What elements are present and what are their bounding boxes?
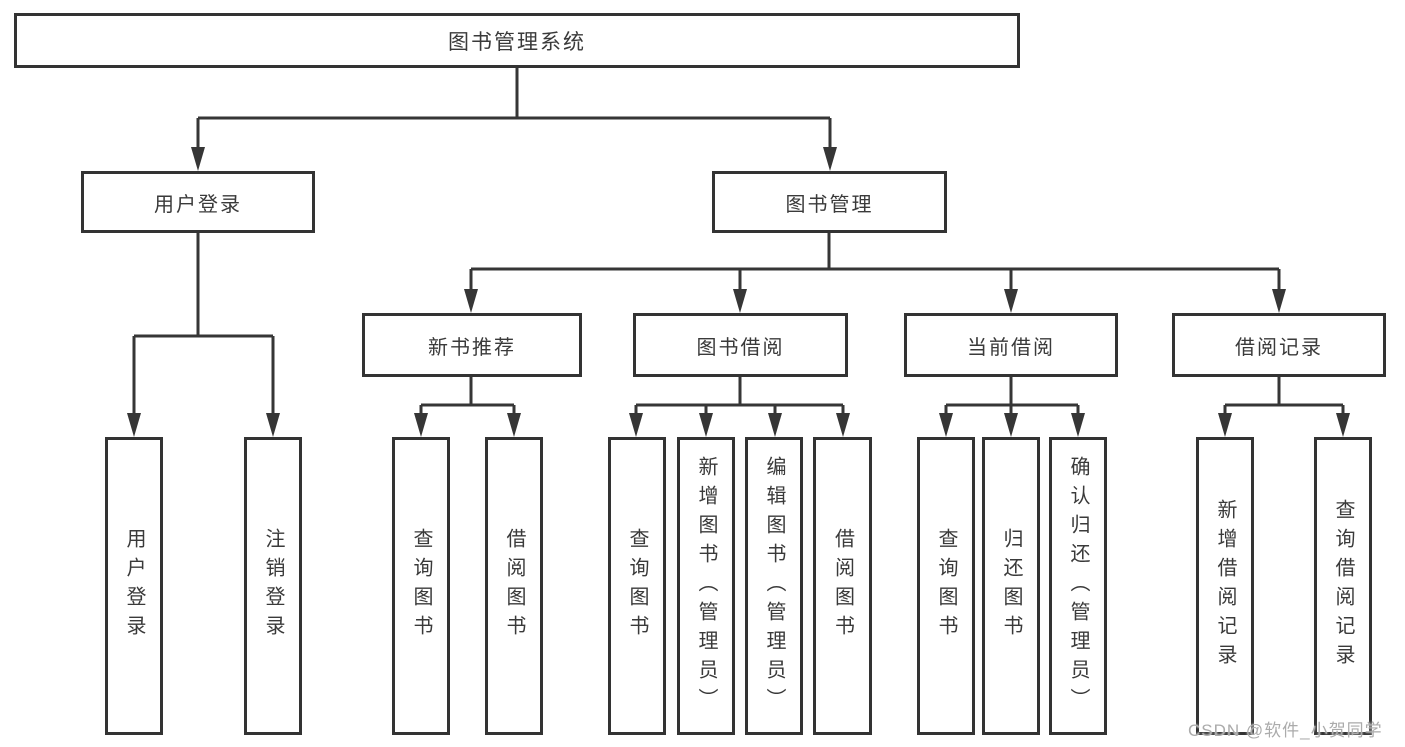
node-label: 查询图书 xyxy=(626,528,648,644)
node-label: 注销登录 xyxy=(262,528,284,644)
node-label: 借阅图书 xyxy=(503,528,525,644)
node-label: 图书管理 xyxy=(785,193,874,216)
node-label: 新增借阅记录 xyxy=(1214,499,1236,673)
node-label: 确认归还（管理员） xyxy=(1067,455,1089,717)
node-label: 借阅记录 xyxy=(1235,336,1323,359)
node-leaf-add-books-admin: 新增图书（管理员） xyxy=(677,437,735,735)
node-new-book-recommend: 新书推荐 xyxy=(362,313,582,377)
node-leaf-borrow-books-1: 借阅图书 xyxy=(485,437,543,735)
node-leaf-add-borrow-record: 新增借阅记录 xyxy=(1196,437,1254,735)
node-leaf-logout: 注销登录 xyxy=(244,437,302,735)
node-leaf-query-books-2: 查询图书 xyxy=(608,437,666,735)
node-label: 归还图书 xyxy=(1000,528,1022,644)
node-book-borrowing: 图书借阅 xyxy=(633,313,848,377)
node-label: 新书推荐 xyxy=(428,336,516,359)
node-current-borrowing: 当前借阅 xyxy=(904,313,1118,377)
node-label: 查询借阅记录 xyxy=(1332,499,1354,673)
node-leaf-return-books: 归还图书 xyxy=(982,437,1040,735)
node-label: 查询图书 xyxy=(935,528,957,644)
node-leaf-confirm-return-admin: 确认归还（管理员） xyxy=(1049,437,1107,735)
node-leaf-query-books-3: 查询图书 xyxy=(917,437,975,735)
node-root-system: 图书管理系统 xyxy=(14,13,1020,68)
node-label: 用户登录 xyxy=(154,193,242,216)
node-label: 新增图书（管理员） xyxy=(695,455,717,717)
node-leaf-user-login: 用户登录 xyxy=(105,437,163,735)
node-label: 图书管理系统 xyxy=(448,30,586,54)
node-leaf-edit-books-admin: 编辑图书（管理员） xyxy=(745,437,803,735)
node-label: 图书借阅 xyxy=(696,336,785,359)
node-label: 用户登录 xyxy=(123,528,145,644)
node-leaf-borrow-books-2: 借阅图书 xyxy=(813,437,872,735)
node-label: 查询图书 xyxy=(410,528,432,644)
node-label: 当前借阅 xyxy=(967,336,1055,359)
node-book-management: 图书管理 xyxy=(712,171,947,233)
node-borrow-records: 借阅记录 xyxy=(1172,313,1386,377)
node-label: 编辑图书（管理员） xyxy=(763,455,785,717)
node-leaf-query-books-1: 查询图书 xyxy=(392,437,450,735)
node-leaf-query-borrow-record: 查询借阅记录 xyxy=(1314,437,1372,735)
csdn-watermark: CSDN @软件_小贺同学 xyxy=(1188,721,1383,740)
node-user-login: 用户登录 xyxy=(81,171,315,233)
node-label: 借阅图书 xyxy=(831,528,854,644)
